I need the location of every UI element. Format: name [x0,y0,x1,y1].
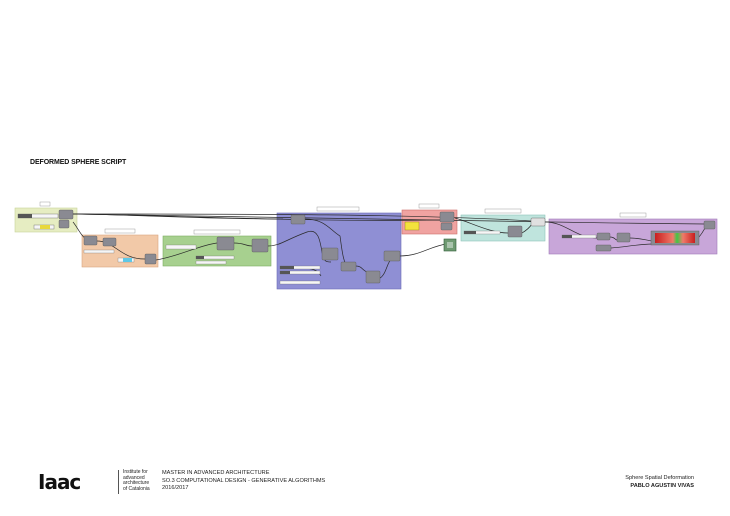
color-swatch [123,258,132,262]
component-node[interactable] [530,217,546,227]
group-deformation [276,212,402,290]
component-node[interactable] [290,214,306,225]
input-sliders[interactable] [17,213,59,230]
institute-line: Institute for [123,469,148,475]
component-node[interactable] [365,270,381,284]
component-node[interactable] [102,237,117,247]
project-author: PABLO AGUSTIN VIVAS [630,482,694,489]
component-node[interactable] [596,232,611,241]
component-node[interactable] [83,235,98,246]
component-node[interactable] [440,222,453,231]
component-node[interactable] [383,250,401,262]
institute-line: of Catalonia [123,485,150,492]
institute-line: advanced [123,474,145,481]
course-line: SO.3 COMPUTATIONAL DESIGN - GENERATIVE A… [162,477,326,484]
gradient-bar [655,233,695,243]
institute-text: Institute for advanced architecture of C… [118,469,150,494]
component-node[interactable] [58,219,70,229]
component-node[interactable] [321,247,339,261]
component-node[interactable] [216,236,235,251]
component-node[interactable] [616,232,631,243]
component-node[interactable] [58,209,74,220]
page-title: DEFORMED SPHERE SCRIPT [30,159,127,166]
project-info: Sphere Spatial Deformation PABLO AGUSTIN… [625,475,694,490]
course-info: MASTER IN ADVANCED ARCHITECTURE SO.3 COM… [162,470,325,493]
component-node[interactable] [165,244,197,250]
component-node[interactable] [703,220,716,230]
component-node[interactable] [439,211,455,223]
institute-line: architecture [123,480,150,487]
component-node[interactable] [340,261,357,272]
component-node[interactable] [251,238,269,253]
component-node[interactable] [595,244,612,252]
course-line: 2016/2017 [162,485,189,492]
component-node[interactable] [507,225,523,238]
component-node[interactable] [144,253,157,265]
project-title: Sphere Spatial Deformation [625,475,694,481]
logo-mark: Iaac [38,470,81,494]
course-line: MASTER IN ADVANCED ARCHITECTURE [162,470,270,476]
color-swatch [404,221,420,231]
